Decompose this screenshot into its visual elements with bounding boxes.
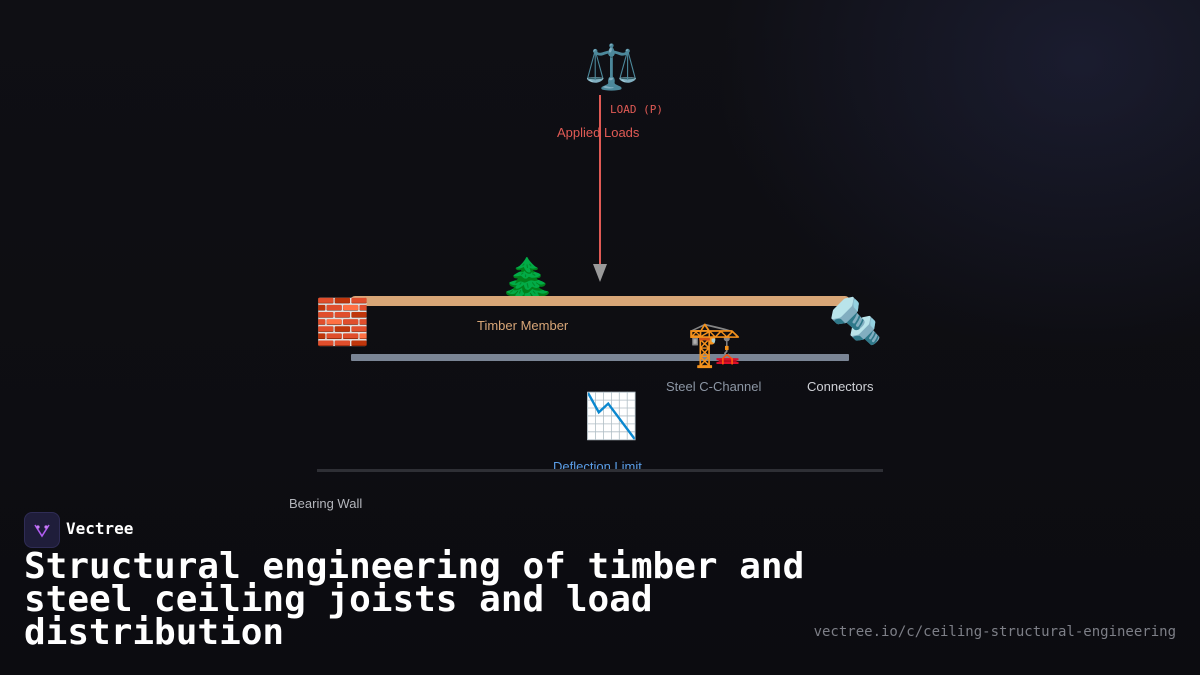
steel-c-channel-label: Steel C-Channel	[666, 379, 762, 394]
structural-diagram: ⚖️ LOAD (P) Applied Loads 🌲 Timber Membe…	[289, 42, 883, 511]
bearing-wall-label: Bearing Wall	[289, 496, 363, 511]
scale-icon: ⚖️	[584, 42, 639, 93]
page-title: Structural engineering of timber and ste…	[24, 546, 805, 653]
load-tag: LOAD (P)	[610, 103, 663, 116]
connectors-label: Connectors	[807, 379, 874, 394]
brand-name: Vectree	[66, 519, 134, 538]
ground-line	[317, 469, 883, 472]
page-url[interactable]: vectree.io/c/ceiling-structural-engineer…	[813, 624, 1176, 640]
applied-loads-label: Applied Loads	[557, 125, 640, 140]
brick-wall-icon: 🧱	[315, 297, 370, 348]
crane-icon: 🏗️	[687, 319, 742, 370]
chart-decreasing-icon: 📉	[584, 391, 639, 442]
vectree-logo-icon	[34, 524, 50, 538]
load-arrow-line	[599, 95, 601, 267]
load-arrow-head	[593, 264, 607, 282]
brand-logo[interactable]	[24, 512, 60, 548]
bolt-icon: 🔩	[828, 296, 883, 347]
steel-channel-beam	[351, 354, 849, 361]
timber-member-label: Timber Member	[477, 318, 569, 333]
timber-beam	[350, 296, 850, 306]
